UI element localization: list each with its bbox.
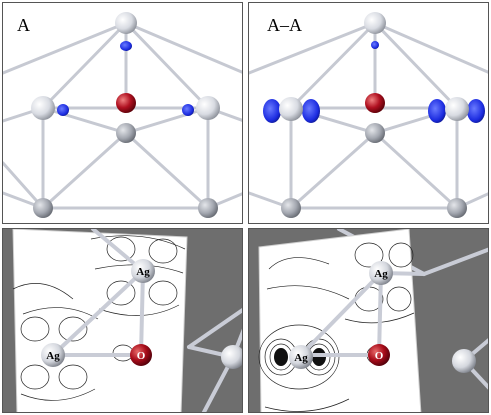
ag-atom	[445, 97, 469, 121]
contour-plane	[12, 229, 188, 412]
ag-atom	[33, 198, 53, 218]
atom-label: O	[137, 350, 146, 362]
bonds	[299, 271, 426, 357]
structure-a-a	[249, 12, 488, 218]
ag-atom	[281, 198, 301, 218]
density-lobe	[302, 99, 320, 123]
o-atom	[365, 93, 385, 113]
contour-panel-a-a: Ag Ag O	[248, 228, 489, 413]
ag-atom	[365, 123, 385, 143]
density-lobe	[467, 99, 485, 123]
ag-atom	[116, 123, 136, 143]
ag-atom	[364, 12, 386, 34]
ag-atom	[198, 198, 218, 218]
ag-atom	[41, 343, 65, 367]
density-lobe	[371, 41, 379, 49]
density-lobe	[182, 104, 194, 116]
o-atom	[116, 93, 136, 113]
panel-a-a: A–A	[248, 2, 489, 224]
ag-atom	[289, 345, 313, 369]
ag-atom	[131, 259, 155, 283]
panel-label: A–A	[267, 15, 302, 35]
ag-atom	[279, 97, 303, 121]
structure-a	[3, 12, 242, 218]
density-lobe	[57, 104, 69, 116]
atom-label: O	[375, 350, 384, 362]
contour-panel-a: Ag Ag O	[2, 228, 243, 413]
ag-atom	[115, 12, 137, 34]
ag-atom	[447, 198, 467, 218]
atom-label: Ag	[294, 352, 308, 364]
ag-atom	[221, 345, 242, 369]
ag-atom	[31, 96, 55, 120]
atom-label: Ag	[136, 266, 150, 278]
atom-label: Ag	[46, 350, 60, 362]
panel-label: A	[17, 15, 30, 35]
o-atom	[368, 344, 390, 366]
density-lobe	[120, 41, 132, 51]
ag-atom	[452, 349, 476, 373]
ag-atom	[196, 96, 220, 120]
contour-plot-a-a: Ag Ag O	[258, 229, 488, 412]
contour-plane	[258, 229, 422, 412]
density-lobe	[428, 99, 446, 123]
panel-a: A	[2, 2, 243, 224]
atom-label: Ag	[374, 268, 388, 280]
contour-plot-a: Ag Ag O	[12, 229, 242, 412]
o-atom	[130, 344, 152, 366]
density-lobe	[263, 99, 281, 123]
ag-atom	[369, 261, 393, 285]
